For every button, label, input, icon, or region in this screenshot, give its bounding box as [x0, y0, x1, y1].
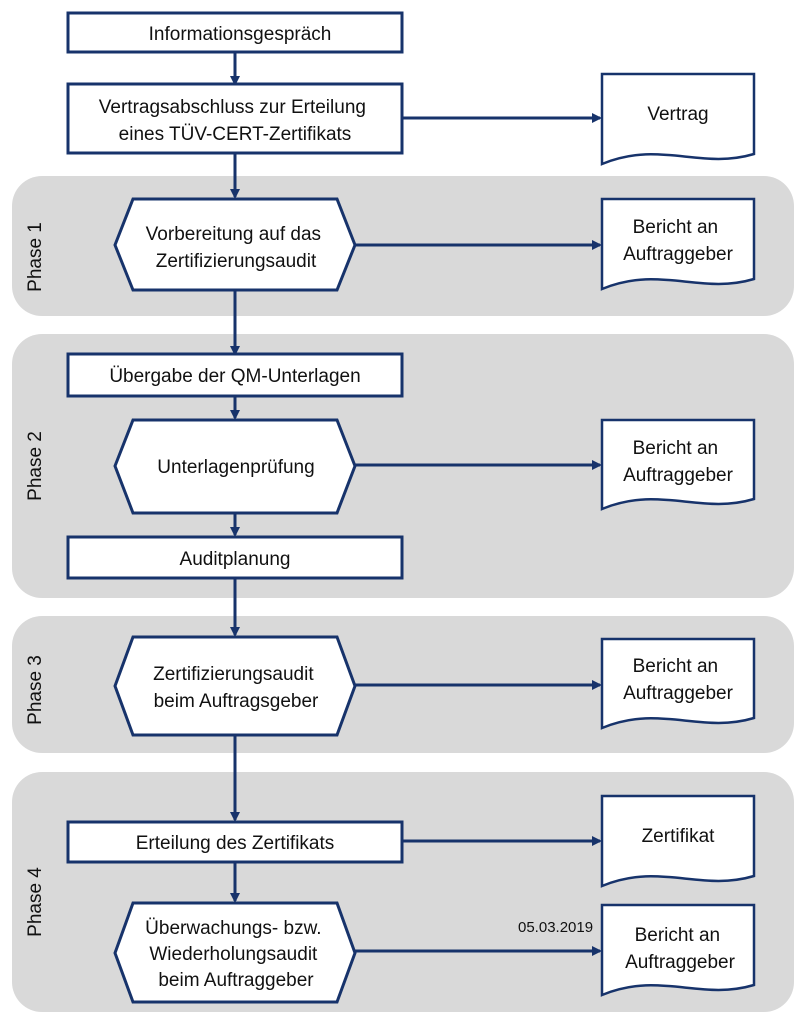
step-vorbereitung-line-2: Zertifizierungsaudit	[156, 251, 317, 272]
step-ueberwachung-hexagon	[113, 901, 357, 1004]
step-zertifizierungsaudit-line-2: beim Auftragsgeber	[154, 691, 319, 712]
step-auditplanung-line-1: Auditplanung	[180, 549, 291, 570]
step-ueberwachung-label: Überwachungs- bzw. Wiederholungsaudit be…	[145, 918, 327, 991]
step-auditplanung-box	[66, 535, 404, 580]
doc-bericht-3-label: Bericht an Auftraggeber	[623, 656, 734, 704]
doc-zertifikat-shape	[600, 794, 756, 888]
step-zertifizierungsaudit-label: Zertifizierungsaudit beim Auftragsgeber	[153, 664, 319, 712]
doc-vertrag-line-1: Vertrag	[647, 104, 708, 125]
doc-bericht-4-line-1: Bericht an	[635, 925, 721, 946]
step-informationsgespraech-box	[66, 11, 404, 54]
doc-bericht-4-line-2: Auftraggeber	[625, 952, 736, 973]
date-stamp: 05.03.2019	[518, 919, 593, 936]
step-vertragsabschluss-box	[66, 82, 404, 155]
step-ueberwachung-line-2: Wiederholungsaudit	[149, 944, 318, 965]
doc-bericht-4-label: Bericht an Auftraggeber	[625, 925, 736, 973]
step-ueberwachung-line-1: Überwachungs- bzw.	[145, 918, 321, 939]
step-uebergabe-label: Übergabe der QM-Unterlagen	[109, 366, 360, 387]
doc-bericht-3-line-2: Auftraggeber	[623, 683, 734, 704]
doc-bericht-2-shape	[600, 418, 756, 511]
step-vorbereitung-label: Vorbereitung auf das Zertifizierungsaudi…	[146, 224, 327, 272]
phase-label-3: Phase 3	[25, 655, 46, 725]
step-labels: Informationsgespräch Vertragsabschluss z…	[99, 24, 371, 991]
step-informationsgespraech-label: Informationsgespräch	[149, 24, 332, 45]
step-vorbereitung-line-1: Vorbereitung auf das	[146, 224, 321, 245]
step-vorbereitung-hexagon	[113, 197, 357, 292]
step-unterlagenpruefung-line-1: Unterlagenprüfung	[157, 457, 314, 478]
step-vertragsabschluss-label: Vertragsabschluss zur Erteilung eines TÜ…	[99, 97, 371, 145]
doc-zertifikat-line-1: Zertifikat	[642, 826, 716, 847]
step-informationsgespraech-line-1: Informationsgespräch	[149, 24, 332, 45]
doc-bericht-2-label: Bericht an Auftraggeber	[623, 438, 734, 486]
doc-vertrag-label: Vertrag	[647, 104, 708, 125]
step-erteilung-box	[66, 820, 404, 864]
step-uebergabe-box	[66, 352, 404, 398]
doc-bericht-2-line-2: Auftraggeber	[623, 465, 734, 486]
doc-bericht-2-line-1: Bericht an	[633, 438, 719, 459]
step-unterlagenpruefung-hexagon	[113, 418, 357, 515]
doc-bericht-1-label: Bericht an Auftraggeber	[623, 217, 734, 265]
step-erteilung-label: Erteilung des Zertifikats	[136, 833, 335, 854]
phase-label-4: Phase 4	[25, 867, 46, 937]
step-zertifizierungsaudit-hexagon	[113, 635, 357, 737]
step-unterlagenpruefung-label: Unterlagenprüfung	[157, 457, 314, 478]
step-zertifizierungsaudit-line-1: Zertifizierungsaudit	[153, 664, 314, 685]
doc-bericht-3-shape	[600, 637, 756, 730]
doc-bericht-3-line-1: Bericht an	[633, 656, 719, 677]
doc-vertrag-shape	[600, 72, 756, 166]
phase-bands	[12, 176, 794, 1012]
doc-bericht-4-shape	[600, 903, 756, 997]
doc-bericht-1-line-2: Auftraggeber	[623, 244, 734, 265]
step-uebergabe-line-1: Übergabe der QM-Unterlagen	[109, 366, 360, 387]
phase-labels: Phase 1 Phase 2 Phase 3 Phase 4	[25, 222, 46, 937]
preparation-shapes	[113, 197, 357, 1004]
step-erteilung-line-1: Erteilung des Zertifikats	[136, 833, 335, 854]
horizontal-connectors	[355, 113, 602, 956]
doc-bericht-1-shape	[600, 197, 756, 291]
document-labels: Vertrag Bericht an Auftraggeber Bericht …	[623, 104, 736, 973]
step-vertragsabschluss-line-2: eines TÜV-CERT-Zertifikats	[119, 124, 352, 145]
phase-label-1: Phase 1	[25, 222, 46, 292]
step-auditplanung-label: Auditplanung	[180, 549, 291, 570]
process-boxes	[66, 11, 404, 864]
step-ueberwachung-line-3: beim Auftraggeber	[158, 970, 314, 991]
doc-bericht-1-line-1: Bericht an	[633, 217, 719, 238]
doc-zertifikat-label: Zertifikat	[642, 826, 716, 847]
step-vertragsabschluss-line-1: Vertragsabschluss zur Erteilung	[99, 97, 366, 118]
document-shapes	[600, 72, 756, 997]
phase-label-2: Phase 2	[25, 431, 46, 501]
